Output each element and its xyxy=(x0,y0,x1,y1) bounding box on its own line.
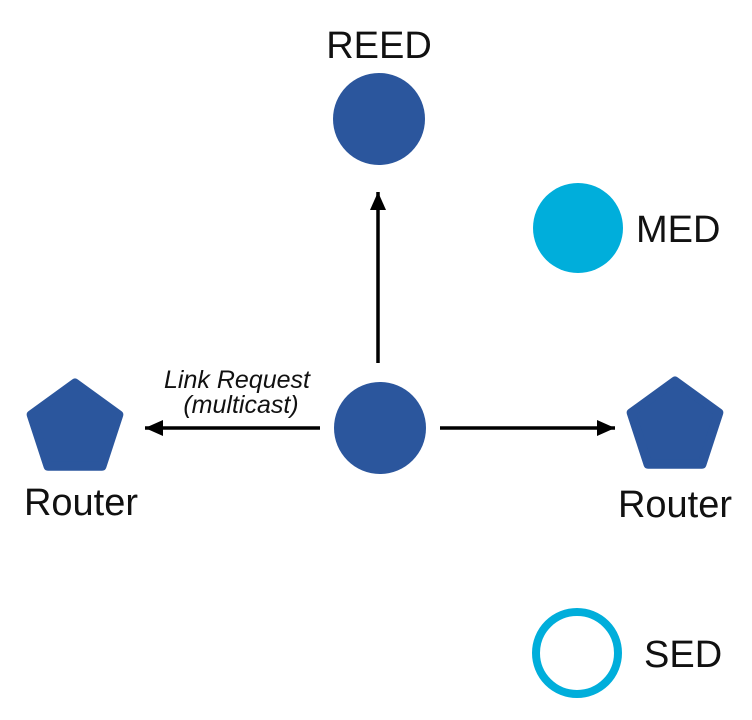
sed-node-circle xyxy=(532,608,622,698)
router-left-label: Router xyxy=(24,482,138,524)
link-request-annotation-line2: (multicast) xyxy=(183,391,298,419)
reed-node-label: REED xyxy=(326,25,432,67)
med-node-label: MED xyxy=(636,209,720,251)
router-right-pentagon xyxy=(626,376,724,469)
link-request-annotation-line1: Link Request xyxy=(164,366,311,394)
med-node-circle xyxy=(533,183,623,273)
sed-node-label: SED xyxy=(644,634,722,676)
router-right-label: Router xyxy=(618,484,732,526)
reed-node-circle xyxy=(333,73,425,165)
center-device-node-circle xyxy=(334,382,426,474)
router-left-pentagon xyxy=(26,378,124,471)
